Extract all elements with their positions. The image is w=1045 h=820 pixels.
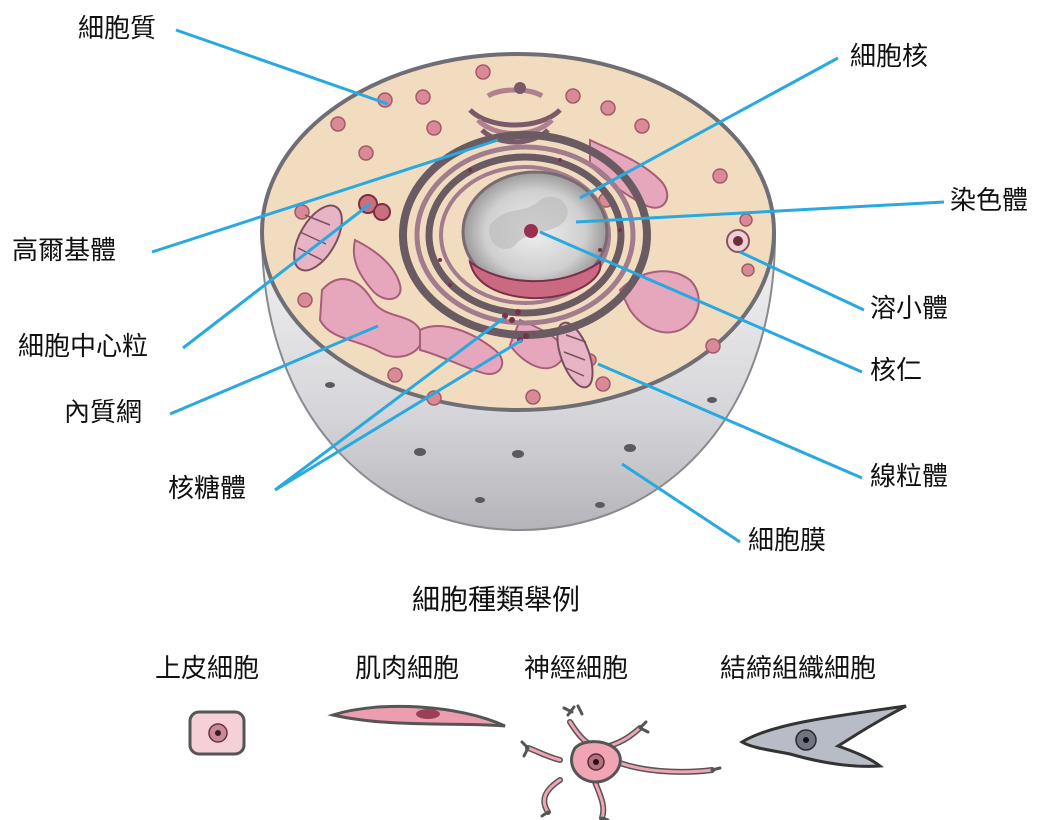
cell-type-label-epithelial: 上皮細胞 [155,656,259,682]
muscle-cell-shape [333,706,505,726]
label-er: 內質網 [64,400,142,426]
cell-types-title: 細胞種類舉例 [412,586,580,614]
label-nucleolus: 核仁 [870,358,922,384]
label-centriole: 細胞中心粒 [18,334,148,360]
cell-type-label-connective: 結締組織細胞 [720,656,876,682]
golgi-vesicle [514,82,526,94]
epithelial-cell-shape [190,712,244,754]
label-mitochondria: 線粒體 [870,464,948,490]
nucleus-shape [463,172,607,298]
neuron-cell-shape [522,706,720,820]
lysosome-shape [727,230,749,252]
label-cytoplasm: 細胞質 [78,16,156,42]
cell-type-label-neuron: 神經細胞 [524,656,628,682]
label-ribosome: 核糖體 [168,476,246,502]
label-chromosome: 染色體 [950,188,1028,214]
label-golgi: 高爾基體 [12,238,116,264]
label-lysosome: 溶小體 [870,296,948,322]
label-nucleus: 細胞核 [850,44,928,70]
connective-cell-shape [742,706,906,766]
label-membrane: 細胞膜 [748,528,826,554]
cell-type-label-muscle: 肌肉細胞 [355,656,459,682]
